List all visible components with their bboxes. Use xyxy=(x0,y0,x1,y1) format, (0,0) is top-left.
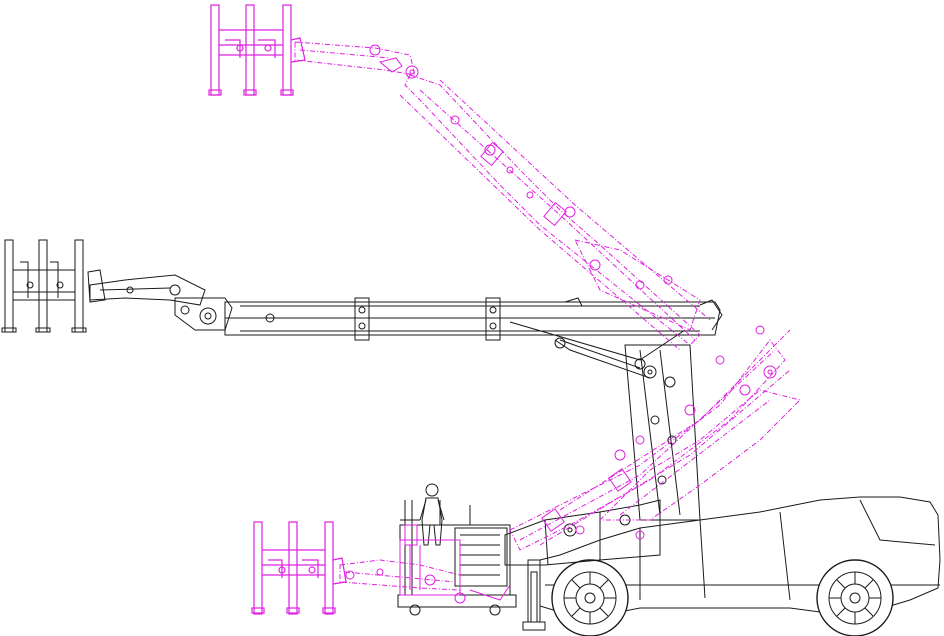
carrier-vehicle xyxy=(504,496,941,636)
tool-head-raised xyxy=(208,4,306,96)
tool-arm xyxy=(87,269,206,306)
boom-struts xyxy=(509,321,686,379)
vehicle-cab-line xyxy=(859,499,936,546)
boom-lowered-details xyxy=(345,325,777,604)
raised-arm xyxy=(294,41,416,76)
platform-lowered-overlay xyxy=(399,524,461,596)
vehicle-body xyxy=(539,496,941,613)
lowered-arm xyxy=(339,559,461,591)
boom-raised-details xyxy=(369,44,673,290)
stabilizer-leg xyxy=(522,559,546,631)
boom-raised xyxy=(294,41,711,351)
boom-horizontal xyxy=(1,239,723,521)
front-wheel xyxy=(551,559,629,636)
operator-figure xyxy=(419,483,445,546)
lowered-boom-main xyxy=(509,339,786,551)
rear-wheel xyxy=(816,559,894,636)
tool-head xyxy=(1,239,87,333)
tool-head-lowered xyxy=(251,521,347,615)
lift-column xyxy=(624,344,701,521)
raised-boom-edge xyxy=(399,79,711,351)
telescopic-boom xyxy=(224,297,723,341)
raised-boom-upper xyxy=(404,74,701,346)
operator-platform xyxy=(397,500,517,616)
lowered-support xyxy=(598,389,801,521)
raised-boom-centerline xyxy=(419,89,696,341)
wrist-joint xyxy=(174,297,233,331)
boom-lowered xyxy=(339,329,801,591)
